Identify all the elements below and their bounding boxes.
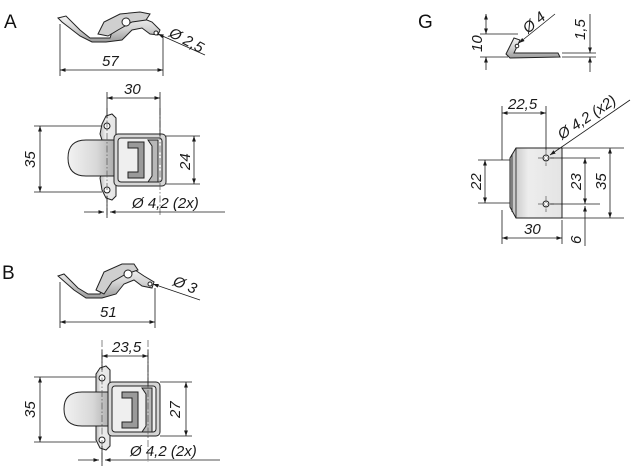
dim-b-length: 51 [100,304,117,321]
dim-b-inner-height: 27 [167,401,184,419]
dimension-g-edge-offset-6: 6 [568,206,587,246]
dimension-g-left-height-22: 22 [468,159,510,204]
dim-g-height-total: 35 [593,173,610,190]
dimension-a-inner-24: 24 [166,135,200,185]
latch-b-side-view [57,263,155,299]
dimension-g-height-10: 10 [469,14,518,70]
latch-b-top-view [63,340,161,462]
dimension-b-height-35: 35 [22,376,96,443]
dim-a-length: 57 [102,53,119,70]
dimension-b-mount-holes: Ø 4,2 (2x) [78,443,220,466]
dimension-g-width-30: 30 [501,210,563,244]
latch-a-top-view [67,108,167,215]
dim-g-hole-dia: Ø 4 [519,8,549,37]
dim-a-mount-holes: Ø 4,2 (2x) [131,195,199,212]
dimension-a-hole-2-5: Ø 2,5 [157,24,207,57]
dim-g-edge-offset: 6 [568,235,585,244]
dimension-a-mount-holes: Ø 4,2 (2x) [84,195,225,218]
dim-g-mount-holes: Ø 4,2 (x2) [554,92,620,144]
dim-a-height: 35 [22,151,39,168]
dimension-b-hole-3: Ø 3 [152,273,201,301]
dim-a-inner-height: 24 [177,153,194,171]
dimension-g-mount-holes: Ø 4,2 (x2) [549,92,631,156]
dim-g-hole-spacing: 23 [568,173,585,191]
dim-g-height: 10 [469,35,486,52]
dimension-b-inner-27: 27 [160,381,192,437]
dim-b-hole-dia: Ø 3 [170,273,200,298]
latch-a-side-view [57,11,161,43]
dim-g-top-width: 22,5 [507,96,538,113]
dimension-a-length-57: 57 [59,24,164,76]
dim-g-width: 30 [524,221,541,238]
section-label-g: G [418,12,433,33]
dim-a-hole-dia: Ø 2,5 [165,24,207,57]
dimension-g-hole-4: Ø 4 [518,8,556,44]
dim-a-hole-spacing: 30 [124,81,141,98]
dimension-a-spacing-30: 30 [106,81,161,136]
dimension-g-thickness-1-5: 1,5 [562,14,596,72]
dim-b-hole-spacing: 23,5 [111,339,142,356]
section-label-b: B [2,263,15,284]
dimension-g-top-width-22-5: 22,5 [501,96,547,160]
dim-g-thickness: 1,5 [572,18,589,40]
dim-b-height: 35 [22,401,39,418]
catch-g-top-view [509,147,563,219]
dimension-b-spacing-23-5: 23,5 [101,339,149,386]
catch-g-side-view [505,37,561,59]
dim-g-left-height: 22 [468,173,485,191]
section-label-a: A [4,12,17,33]
dim-b-mount-holes: Ø 4,2 (2x) [129,443,197,460]
dimension-b-length-51: 51 [59,282,156,328]
dimension-g-spacing-23: 23 [550,157,600,205]
dimension-a-height-35: 35 [22,125,102,193]
dimension-g-height-35: 35 [562,147,624,219]
